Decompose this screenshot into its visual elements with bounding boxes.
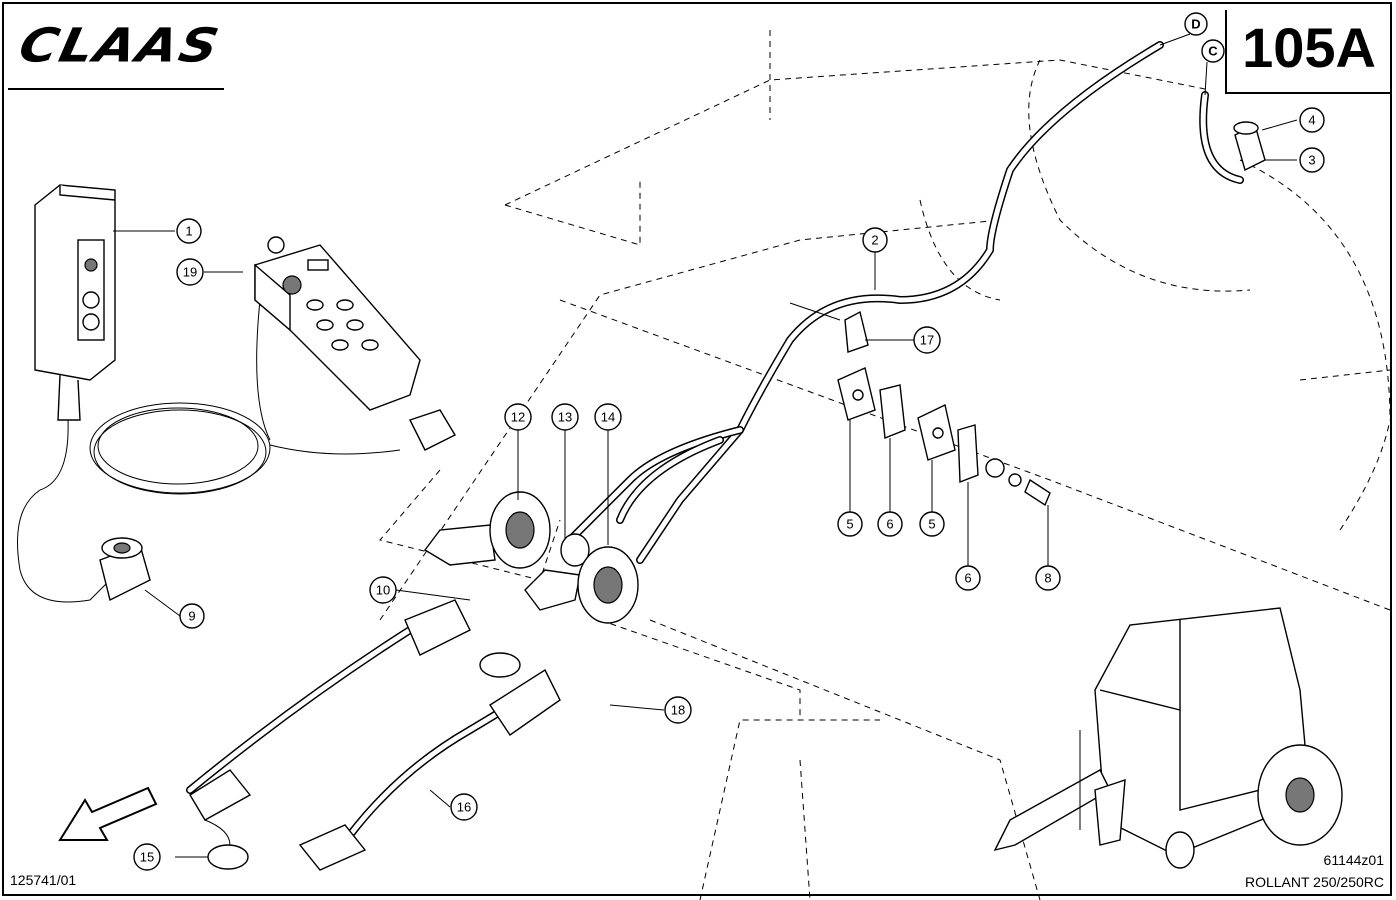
- callout-4-label: 4: [1308, 113, 1315, 128]
- callout-17: 17: [913, 326, 941, 354]
- main-harness: [566, 33, 1244, 564]
- model-name: ROLLANT 250/250RC: [1244, 874, 1384, 890]
- callout-15: 15: [133, 843, 161, 871]
- drawing-ref-right: 61144z01: [1323, 852, 1384, 868]
- callout-16: 16: [450, 793, 478, 821]
- callout-5b: 5: [919, 511, 945, 537]
- callout-4: 4: [1299, 107, 1325, 133]
- callout-13-label: 13: [558, 410, 572, 425]
- bracket-parts: [789, 302, 1051, 507]
- callout-8-label: 8: [1044, 571, 1051, 586]
- connector-d: D: [1184, 12, 1208, 36]
- brand-logo: CLAAS: [8, 14, 238, 92]
- logo-underline: [8, 88, 224, 90]
- page-number: 105A: [1242, 16, 1376, 79]
- callout-19: 19: [176, 258, 204, 286]
- callout-6a-label: 6: [886, 517, 893, 532]
- plug-9: [99, 537, 151, 602]
- lower-cables: [186, 599, 561, 871]
- footer-right: 61144z01 ROLLANT 250/250RC: [1245, 849, 1384, 893]
- callout-13: 13: [551, 403, 579, 431]
- direction-arrow-icon: [58, 786, 158, 841]
- callout-6b: 6: [955, 565, 981, 591]
- socket-group: [423, 491, 639, 624]
- callout-10-label: 10: [376, 583, 390, 598]
- connector-d-label: D: [1191, 17, 1200, 32]
- sensor: [1233, 121, 1266, 172]
- callout-5a: 5: [837, 511, 863, 537]
- callout-6a: 6: [877, 511, 903, 537]
- baler-thumbnail: [993, 607, 1343, 869]
- callout-14-label: 14: [601, 410, 615, 425]
- callout-15-label: 15: [140, 850, 154, 865]
- coiled-cable: [89, 299, 401, 495]
- machine-outline: [379, 30, 1391, 900]
- callout-18-label: 18: [671, 703, 685, 718]
- leader-lines: [113, 119, 1298, 858]
- callout-9-label: 9: [188, 609, 195, 624]
- callout-5b-label: 5: [928, 517, 935, 532]
- callout-3-label: 3: [1308, 153, 1315, 168]
- callout-12-label: 12: [511, 410, 525, 425]
- connector-c: C: [1201, 39, 1225, 63]
- callout-16-label: 16: [457, 800, 471, 815]
- remote-control: [254, 236, 456, 451]
- callout-5a-label: 5: [846, 517, 853, 532]
- callout-10: 10: [369, 576, 397, 604]
- callout-3: 3: [1299, 147, 1325, 173]
- callout-1: 1: [176, 218, 202, 244]
- callout-9: 9: [179, 603, 205, 629]
- callout-14: 14: [594, 403, 622, 431]
- callout-18: 18: [664, 696, 692, 724]
- callout-8: 8: [1035, 565, 1061, 591]
- control-box: [17, 184, 116, 603]
- page-number-box: 105A: [1225, 10, 1391, 94]
- callout-17-label: 17: [920, 333, 934, 348]
- callout-2: 2: [862, 227, 888, 253]
- callout-6b-label: 6: [964, 571, 971, 586]
- callout-12: 12: [504, 403, 532, 431]
- callout-1-label: 1: [185, 224, 192, 239]
- callout-19-label: 19: [183, 265, 197, 280]
- callout-2-label: 2: [871, 233, 878, 248]
- connector-c-label: C: [1208, 44, 1218, 59]
- drawing-ref-left: 125741/01: [10, 872, 77, 888]
